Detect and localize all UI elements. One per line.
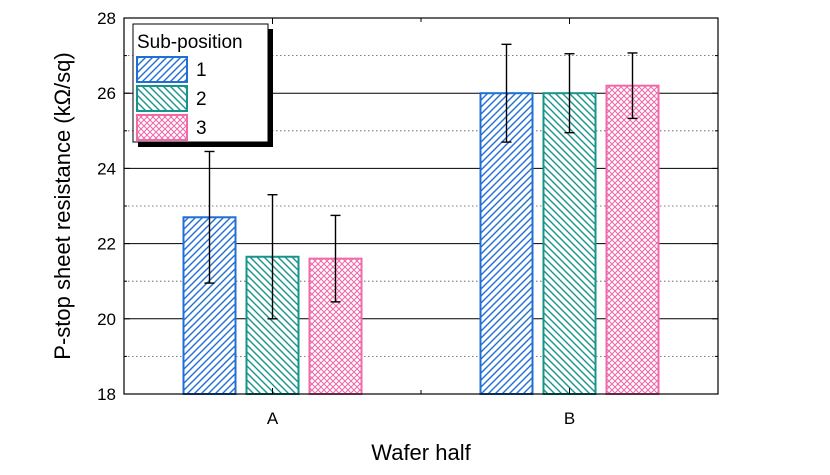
legend-swatch-1 (136, 56, 188, 83)
legend-title: Sub-position (137, 32, 243, 53)
x-tick-label: A (267, 409, 279, 428)
legend-swatch-3 (136, 114, 188, 141)
y-tick-label: 28 (97, 9, 116, 28)
y-tick-label: 18 (97, 385, 116, 404)
error-bars (204, 43, 638, 320)
y-tick-labels: 18 20 22 24 26 28 (97, 9, 116, 404)
legend-label-3: 3 (196, 118, 207, 139)
bar-b-series-3 (605, 84, 660, 396)
legend: Sub-position 1 2 3 (132, 23, 273, 147)
x-axis-title: Wafer half (371, 440, 471, 465)
x-tick-label: B (564, 409, 575, 428)
y-tick-label: 24 (97, 159, 116, 178)
legend-swatch-2 (136, 85, 188, 112)
y-tick-label: 22 (97, 235, 116, 254)
y-tick-label: 26 (97, 84, 116, 103)
axes (123, 17, 719, 395)
legend-label-2: 2 (196, 89, 207, 110)
bar-b-series-2 (542, 92, 597, 395)
y-axis-title: P-stop sheet resistance (kΩ/sq) (50, 52, 75, 359)
legend-label-1: 1 (196, 60, 207, 81)
y-tick-label: 20 (97, 310, 116, 329)
